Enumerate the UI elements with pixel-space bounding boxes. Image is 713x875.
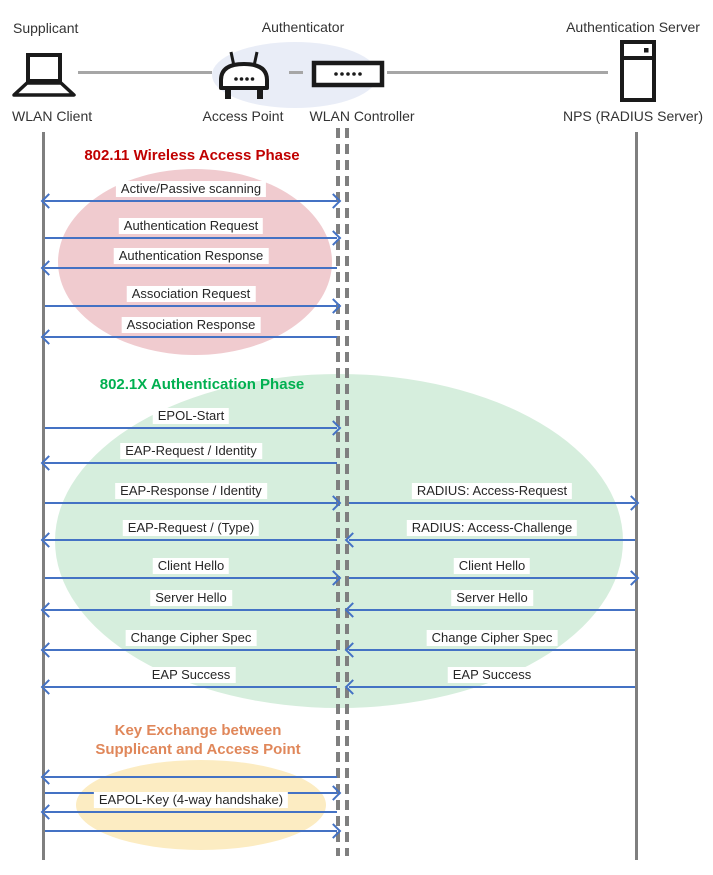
message-arrow <box>45 830 337 833</box>
message-label: EAP-Request / (Type) <box>122 520 260 536</box>
lifeline-wlan-controller-dash-right <box>345 128 349 856</box>
message-arrow <box>45 776 337 779</box>
wlan-controller-icon <box>311 60 385 88</box>
message-label: Authentication Response <box>113 248 269 264</box>
role-authenticator: Authenticator <box>261 19 345 35</box>
node-label-wlan-controller: WLAN Controller <box>309 108 415 124</box>
message-label: Client Hello <box>453 558 531 574</box>
node-label-wlan-client: WLAN Client <box>12 108 93 124</box>
message-arrow <box>45 462 337 465</box>
node-label-access-point: Access Point <box>202 108 284 124</box>
message-label: EPOL-Start <box>152 408 230 424</box>
message-label: Change Cipher Spec <box>426 630 558 646</box>
message-arrow <box>349 686 635 689</box>
message-arrow <box>45 577 337 580</box>
message-arrow <box>45 336 337 339</box>
message-label: Server Hello <box>150 590 232 606</box>
message-arrow <box>45 609 337 612</box>
access-point-icon <box>214 48 274 102</box>
connector-line <box>387 71 608 74</box>
lifeline-wlan-client <box>42 132 45 860</box>
connector-line <box>78 71 212 74</box>
message-label: Association Response <box>121 317 261 333</box>
phase3-title: Key Exchange between Supplicant and Acce… <box>95 721 300 759</box>
phase3-title-line1: Key Exchange between <box>114 722 282 739</box>
lifeline-nps-server <box>635 132 638 860</box>
lifeline-wlan-controller-dash-left <box>336 128 340 856</box>
message-arrow <box>349 502 635 505</box>
message-arrow <box>45 305 337 308</box>
message-label: Authentication Request <box>118 218 264 234</box>
phase1-title: 802.11 Wireless Access Phase <box>84 147 300 164</box>
message-arrow <box>45 649 337 652</box>
message-arrow <box>45 502 337 505</box>
message-label: EAP-Request / Identity <box>120 443 262 459</box>
message-arrow <box>349 577 635 580</box>
message-label: EAP Success <box>146 667 236 683</box>
server-icon <box>619 40 657 102</box>
role-supplicant: Supplicant <box>13 20 79 36</box>
message-label: EAP-Response / Identity <box>115 483 267 499</box>
laptop-icon <box>10 52 78 100</box>
message-label: EAP Success <box>447 667 537 683</box>
message-label: Client Hello <box>152 558 230 574</box>
message-arrow <box>45 200 337 203</box>
message-label: Association Request <box>126 286 256 302</box>
message-arrow <box>349 609 635 612</box>
message-label: RADIUS: Access-Request <box>411 483 573 499</box>
message-arrow <box>349 539 635 542</box>
message-arrow <box>45 686 337 689</box>
phase3-title-line2: Supplicant and Access Point <box>95 741 301 758</box>
message-arrow <box>45 237 337 240</box>
phase2-title: 802.1X Authentication Phase <box>99 376 305 393</box>
message-label: EAPOL-Key (4-way handshake) <box>93 792 289 808</box>
role-authentication-server: Authentication Server <box>566 19 700 35</box>
message-label: Server Hello <box>451 590 533 606</box>
message-arrow <box>45 427 337 430</box>
message-label: RADIUS: Access-Challenge <box>406 520 578 536</box>
connector-line <box>289 71 303 74</box>
message-arrow <box>45 267 337 270</box>
message-label: Change Cipher Spec <box>125 630 257 646</box>
message-arrow <box>45 539 337 542</box>
node-label-nps-radius-server: NPS (RADIUS Server) <box>562 108 704 124</box>
message-label: Active/Passive scanning <box>115 181 267 197</box>
message-arrow <box>45 811 337 814</box>
message-arrow <box>349 649 635 652</box>
